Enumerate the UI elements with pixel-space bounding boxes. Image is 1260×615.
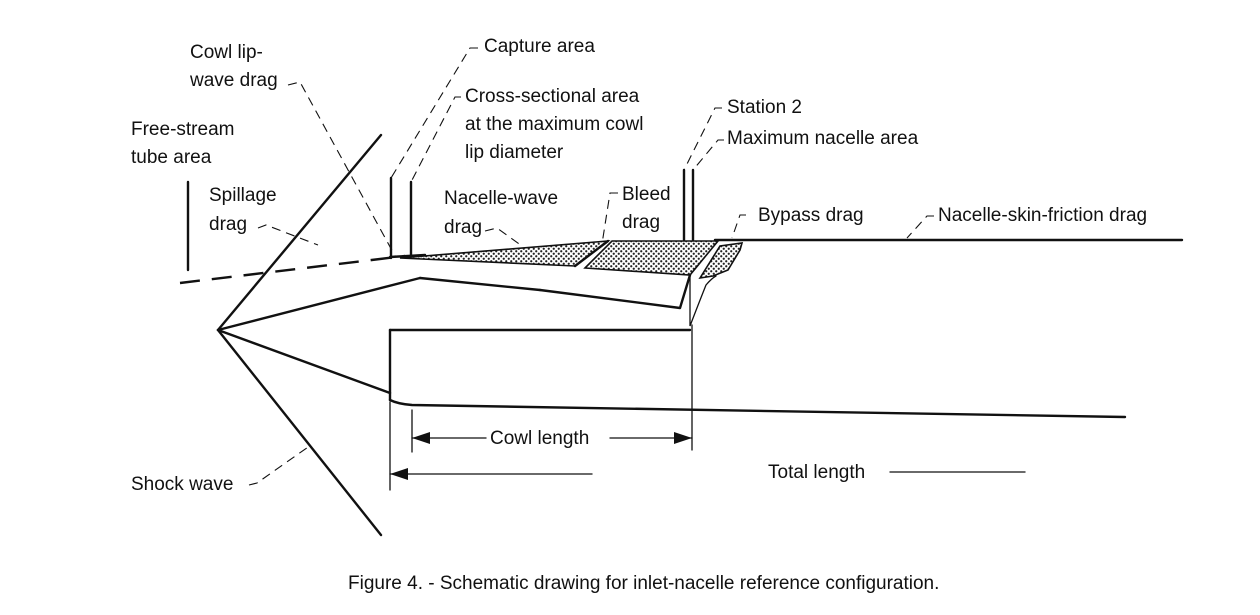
cowl-length-arrow-right [674, 432, 692, 444]
label-skin-friction: Nacelle-skin-friction drag [938, 205, 1147, 226]
bleed-drag-region [583, 240, 720, 276]
internal-duct-upper [418, 276, 542, 292]
label-nacelle-wave-1: Nacelle-wave [444, 188, 558, 209]
label-station-2: Station 2 [727, 97, 802, 118]
leader-shock-wave [248, 444, 312, 486]
leader-max-nacelle [692, 139, 724, 171]
leader-cowl-lip [287, 81, 396, 257]
free-stream-tube-line [179, 254, 406, 285]
shock-wave-lower [216, 328, 383, 537]
label-max-nacelle-area: Maximum nacelle area [727, 128, 919, 149]
label-total-length: Total length [768, 462, 865, 483]
label-spillage-1: Spillage [209, 185, 277, 206]
leader-capture-area [390, 47, 478, 179]
bleed-duct-wall [538, 273, 692, 310]
cone-lower-surface [216, 328, 392, 395]
label-bleed-1: Bleed [622, 184, 671, 205]
leader-bypass [731, 214, 746, 239]
figure-caption: Figure 4. - Schematic drawing for inlet-… [348, 573, 939, 594]
label-nacelle-wave-2: drag [444, 217, 482, 238]
total-length-arrow-left [390, 468, 408, 480]
leader-bleed [601, 192, 618, 245]
label-shock-wave: Shock wave [131, 474, 233, 495]
label-cowl-lip-2: wave drag [189, 70, 278, 91]
shock-wave-upper [216, 133, 383, 332]
cowl-length-arrow-left [412, 432, 430, 444]
centerbody-lower-surface [388, 398, 1127, 419]
leader-nacelle-wave [484, 227, 523, 247]
cone-upper-surface [216, 276, 422, 332]
nacelle-wave-drag-region [399, 239, 611, 267]
label-free-stream-1: Free-stream [131, 119, 234, 140]
bypass-drag-region [698, 242, 744, 280]
bypass-exit-contour [689, 274, 717, 327]
label-spillage-2: drag [209, 214, 247, 235]
label-cross-section-2: at the maximum cowl [465, 114, 643, 135]
leader-skin-friction [906, 215, 934, 239]
bleed-duct-outer [573, 239, 610, 268]
label-capture-area: Capture area [484, 36, 595, 57]
leader-cross-section [410, 96, 461, 183]
leader-spillage [257, 224, 319, 246]
label-free-stream-2: tube area [131, 147, 212, 168]
label-bypass-drag: Bypass drag [758, 205, 864, 226]
label-cross-section-1: Cross-sectional area [465, 86, 640, 107]
label-cowl-lip-1: Cowl lip- [190, 42, 263, 63]
label-cowl-length: Cowl length [490, 428, 589, 449]
cowl-lip-edge [388, 253, 427, 259]
leader-station-2 [683, 107, 722, 171]
label-cross-section-3: lip diameter [465, 142, 564, 163]
label-bleed-2: drag [622, 212, 660, 233]
